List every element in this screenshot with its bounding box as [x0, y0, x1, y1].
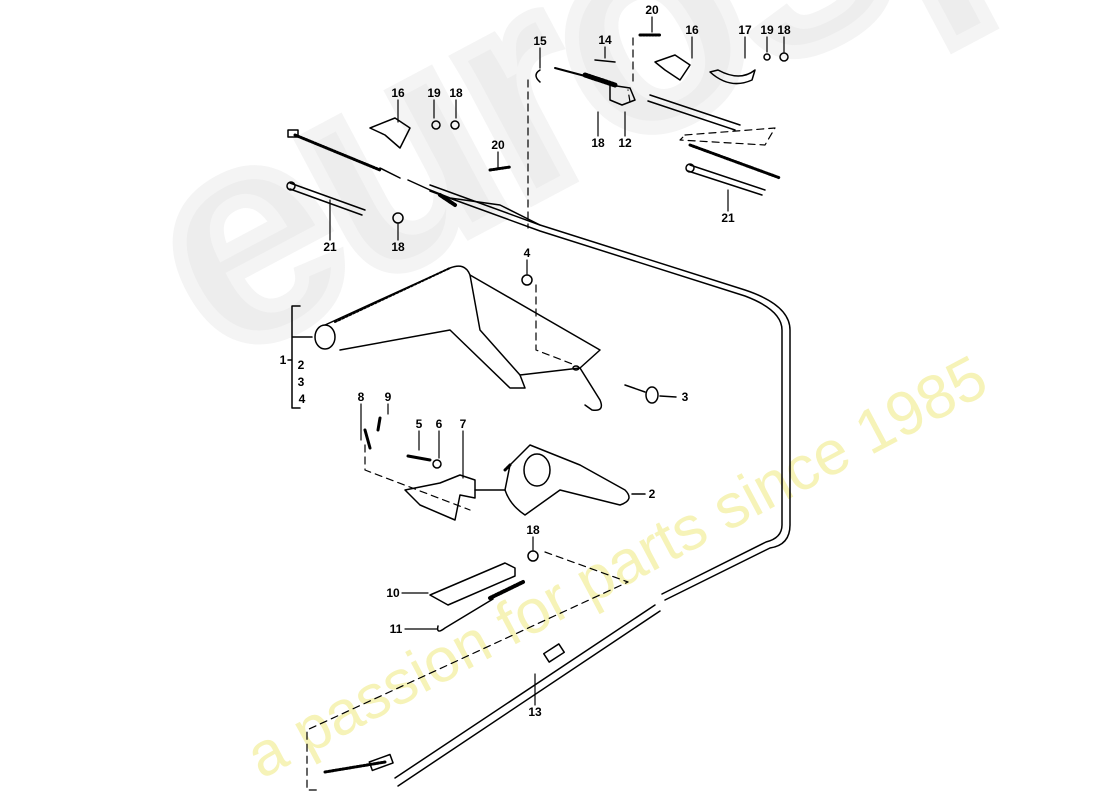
part-label-11: 11 — [389, 622, 403, 636]
part-label-18: 18 — [391, 240, 405, 254]
part-label-18: 18 — [591, 136, 605, 150]
part-label-19: 19 — [760, 23, 774, 37]
part-label-5: 5 — [415, 417, 423, 431]
part-label-21: 21 — [323, 240, 337, 254]
leader-lines — [306, 37, 776, 791]
cable-right — [429, 184, 791, 601]
part-label-8: 8 — [357, 390, 365, 404]
part-label-6: 6 — [435, 417, 443, 431]
part-label-12: 12 — [618, 136, 632, 150]
part-label-16: 16 — [391, 86, 405, 100]
pin-3 — [624, 384, 677, 404]
part-label-13: 13 — [528, 705, 542, 719]
part-label-4: 4 — [298, 392, 306, 406]
part-label-1: 1 — [279, 353, 287, 367]
part-label-10: 10 — [386, 586, 400, 600]
nut-18 — [527, 550, 539, 562]
part-label-20: 20 — [491, 138, 505, 152]
part-label-7: 7 — [459, 417, 467, 431]
part-label-15: 15 — [533, 34, 547, 48]
part-label-3: 3 — [297, 375, 305, 389]
part-label-18: 18 — [777, 23, 791, 37]
label-leaders — [329, 16, 785, 706]
rod-21-left — [289, 182, 366, 216]
part-label-4: 4 — [523, 246, 531, 260]
part-label-3: 3 — [681, 390, 689, 404]
part-label-20: 20 — [645, 3, 659, 17]
bracket-7 — [404, 474, 476, 521]
handbrake-lever — [314, 265, 603, 412]
part-label-21: 21 — [721, 211, 735, 225]
part-label-17: 17 — [738, 23, 752, 37]
part-label-16: 16 — [685, 23, 699, 37]
part-label-2: 2 — [297, 358, 305, 372]
part-label-9: 9 — [384, 390, 392, 404]
cable-left-upper — [293, 133, 382, 172]
rod-21-right — [687, 164, 766, 196]
spring-11 — [488, 580, 525, 600]
part-label-19: 19 — [427, 86, 441, 100]
cable-13 — [394, 604, 656, 779]
pawl-10 — [429, 562, 516, 606]
ratchet-segment-2 — [503, 444, 646, 516]
group-bracket — [287, 305, 313, 409]
part-label-2: 2 — [648, 487, 656, 501]
part-label-18: 18 — [449, 86, 463, 100]
part-label-18: 18 — [526, 523, 540, 537]
part-label-14: 14 — [598, 33, 612, 47]
